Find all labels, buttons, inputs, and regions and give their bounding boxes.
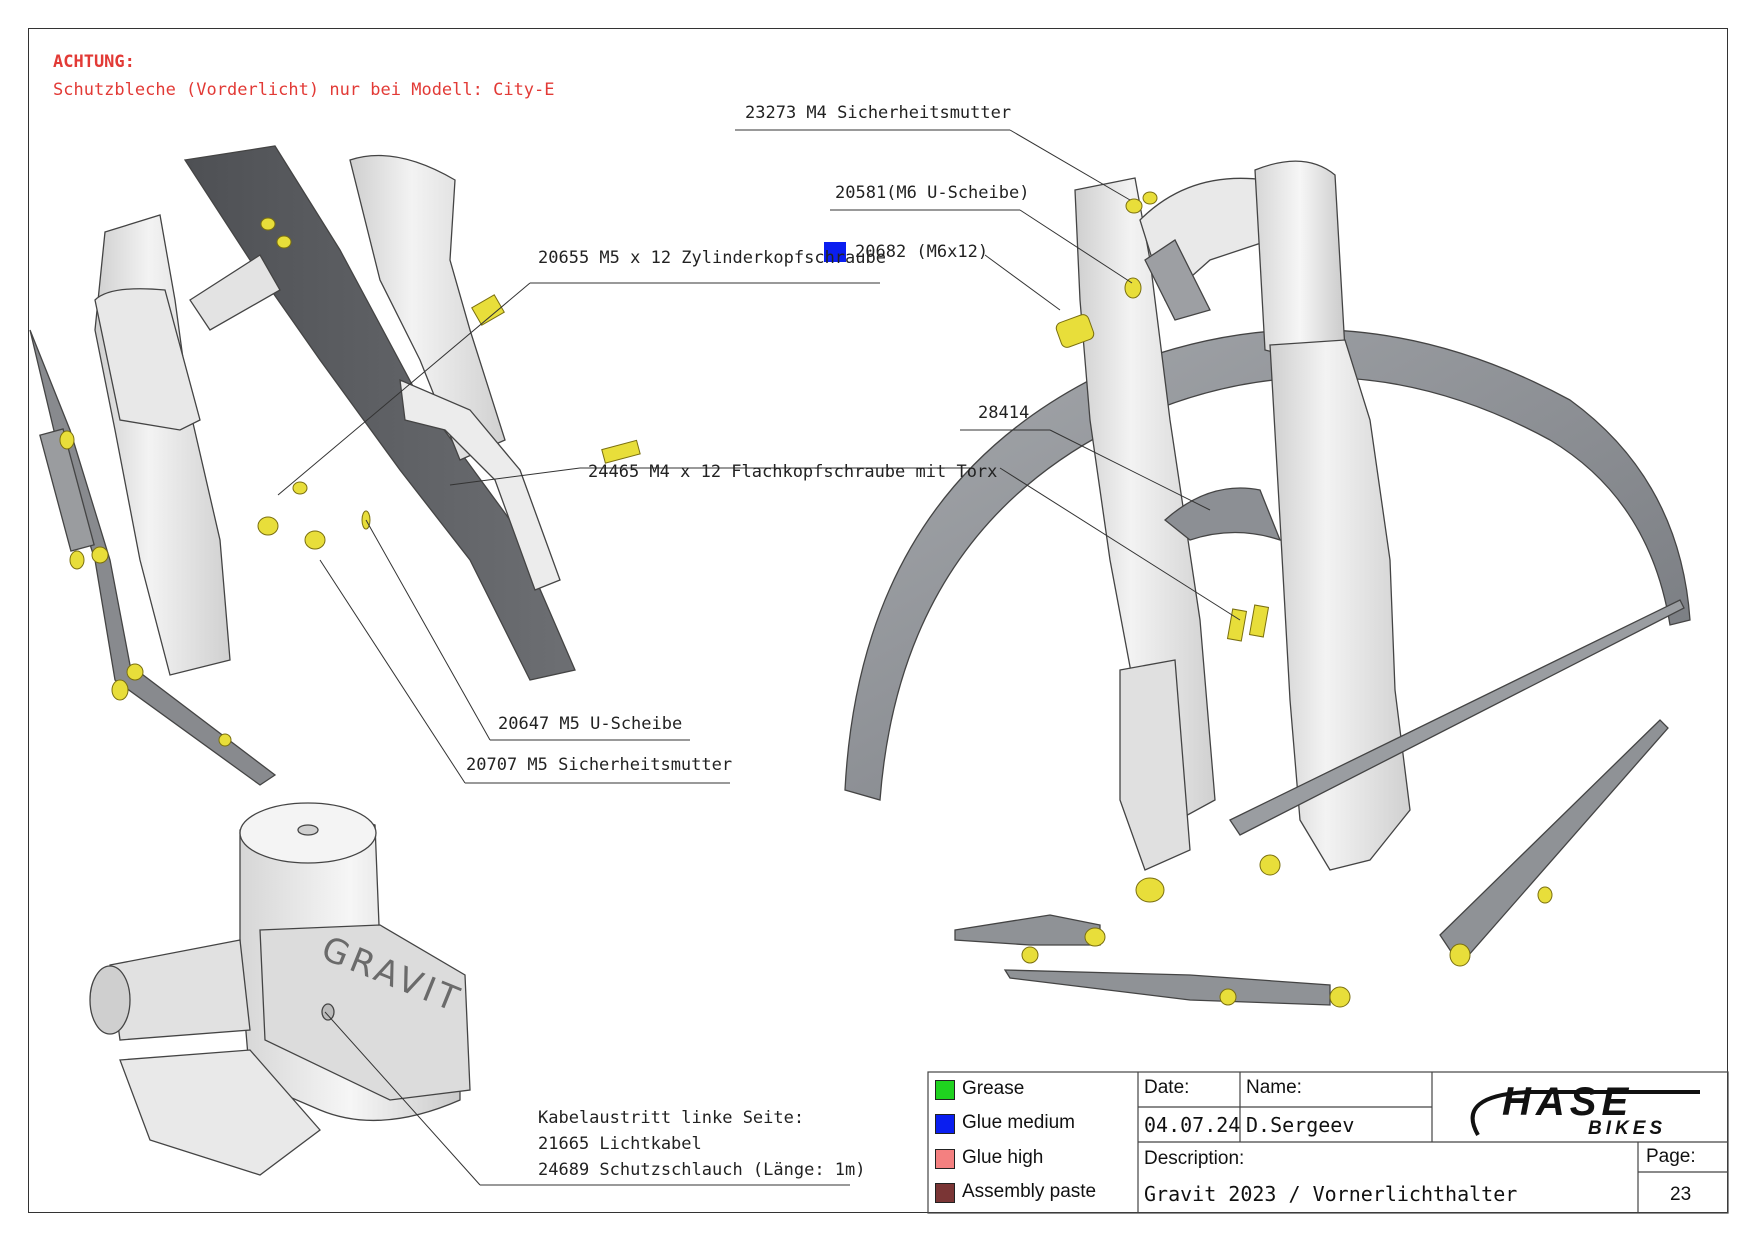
callout-20707: 20707 M5 Sicherheitsmutter: [466, 755, 733, 775]
cable-note-line3: 24689 Schutzschlauch (Länge: 1m): [538, 1160, 866, 1180]
name-value: D.Sergeev: [1246, 1113, 1355, 1137]
glue-medium-marker: [824, 242, 846, 262]
legend-swatch-glue-high: [935, 1149, 955, 1169]
legend-swatch-grease: [935, 1080, 955, 1100]
page-number: 23: [1670, 1184, 1692, 1205]
cable-note-line1: Kabelaustritt linke Seite:: [538, 1108, 805, 1128]
callout-20581: 20581(M6 U-Scheibe): [835, 183, 1030, 203]
legend-swatch-assembly-paste: [935, 1183, 955, 1203]
warning-title: ACHTUNG:: [53, 52, 135, 72]
left-fork-view: [29, 145, 985, 786]
date-label: Date:: [1144, 1077, 1190, 1098]
bikes-logo: BIKES: [1588, 1118, 1667, 1139]
legend-swatch-glue-medium: [935, 1114, 955, 1134]
page-label: Page:: [1646, 1146, 1696, 1167]
logo-swoosh: [1470, 1090, 1700, 1136]
description-value: Gravit 2023 / Vornerlichthalter: [1144, 1182, 1518, 1206]
name-label: Name:: [1246, 1077, 1302, 1098]
warning-text: Schutzbleche (Vorderlicht) nur bei Model…: [53, 80, 555, 100]
description-label: Description:: [1144, 1148, 1245, 1169]
legend-label-glue-medium: Glue medium: [962, 1112, 1075, 1133]
legend-label-grease: Grease: [962, 1078, 1025, 1099]
cable-note-line2: 21665 Lichtkabel: [538, 1134, 702, 1154]
callout-20655: 20655 M5 x 12 Zylinderkopfschraube: [538, 248, 886, 268]
hase-logo: HASE: [1502, 1080, 1634, 1124]
callout-23273: 23273 M4 Sicherheitsmutter: [745, 103, 1012, 123]
legend-label-glue-high: Glue high: [962, 1147, 1044, 1168]
right-fork-view: [735, 129, 1691, 1008]
callout-20647: 20647 M5 U-Scheibe: [498, 714, 683, 734]
legend-label-assembly-paste: Assembly paste: [962, 1181, 1097, 1202]
drawing-frame: [28, 28, 1728, 1213]
callout-24465: 24465 M4 x 12 Flachkopfschraube mit Torx: [588, 462, 998, 482]
title-block-grid: [927, 1071, 1729, 1214]
callout-28414: 28414: [978, 403, 1030, 423]
head-tube-detail: [89, 802, 850, 1186]
date-value: 04.07.24: [1144, 1113, 1241, 1137]
callout-20682: 20682 (M6x12): [855, 242, 989, 262]
